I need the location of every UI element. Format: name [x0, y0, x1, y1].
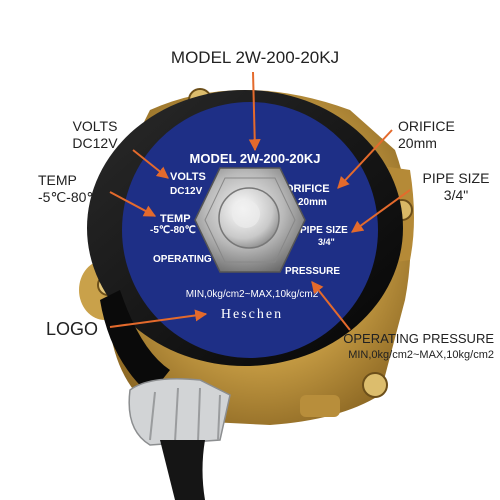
- callout-op-value: MIN,0kg/cm2~MAX,10kg/cm2: [348, 349, 494, 361]
- label-model: MODEL 2W-200-20KJ: [190, 151, 321, 166]
- label-operating: OPERATING: [153, 254, 212, 265]
- label-volts-value: DC12V: [170, 186, 203, 197]
- callout-pipe-size: PIPE SIZE 3/4": [418, 170, 494, 204]
- callout-temp: TEMP -5℃-80℃: [38, 172, 118, 206]
- label-pressure: PRESSURE: [285, 266, 340, 277]
- callout-temp-label: TEMP: [38, 172, 77, 188]
- label-temp-value: -5℃-80℃: [150, 225, 196, 236]
- callout-orifice-label: ORIFICE: [398, 118, 455, 134]
- callout-volts-value: DC12V: [72, 135, 118, 151]
- callout-logo-text: LOGO: [46, 319, 99, 339]
- label-orifice-value: 20mm: [298, 197, 327, 208]
- callout-pipe-label: PIPE SIZE: [422, 170, 490, 186]
- label-pipe: PIPE SIZE: [300, 225, 348, 236]
- label-range: MIN,0kg/cm2~MAX,10kg/cm2: [186, 289, 319, 300]
- callout-orifice: ORIFICE 20mm: [398, 118, 478, 152]
- label-volts: VOLTS: [170, 171, 206, 183]
- callout-logo: LOGO: [46, 318, 116, 340]
- callout-model: MODEL 2W-200-20KJ: [170, 48, 340, 68]
- callout-arrows: [109, 71, 411, 331]
- callout-volts: VOLTS DC12V: [60, 118, 130, 152]
- label-pipe-value: 3/4": [318, 237, 335, 247]
- label-orifice: ORIFICE: [285, 183, 330, 195]
- callout-pipe-value: 3/4": [443, 187, 469, 203]
- label-temp: TEMP: [160, 213, 191, 225]
- callout-model-text: MODEL 2W-200-20KJ: [170, 48, 340, 67]
- power-cable: [160, 440, 205, 500]
- label-brand: Heschen: [221, 307, 283, 322]
- callout-volts-label: VOLTS: [72, 118, 118, 134]
- cable-gland: [128, 378, 231, 446]
- callout-orifice-value: 20mm: [398, 135, 437, 151]
- callout-op-label: OPERATING PRESSURE: [343, 331, 494, 346]
- callout-temp-value: -5℃-80℃: [38, 189, 103, 205]
- callout-operating-pressure: OPERATING PRESSURE MIN,0kg/cm2~MAX,10kg/…: [326, 330, 494, 364]
